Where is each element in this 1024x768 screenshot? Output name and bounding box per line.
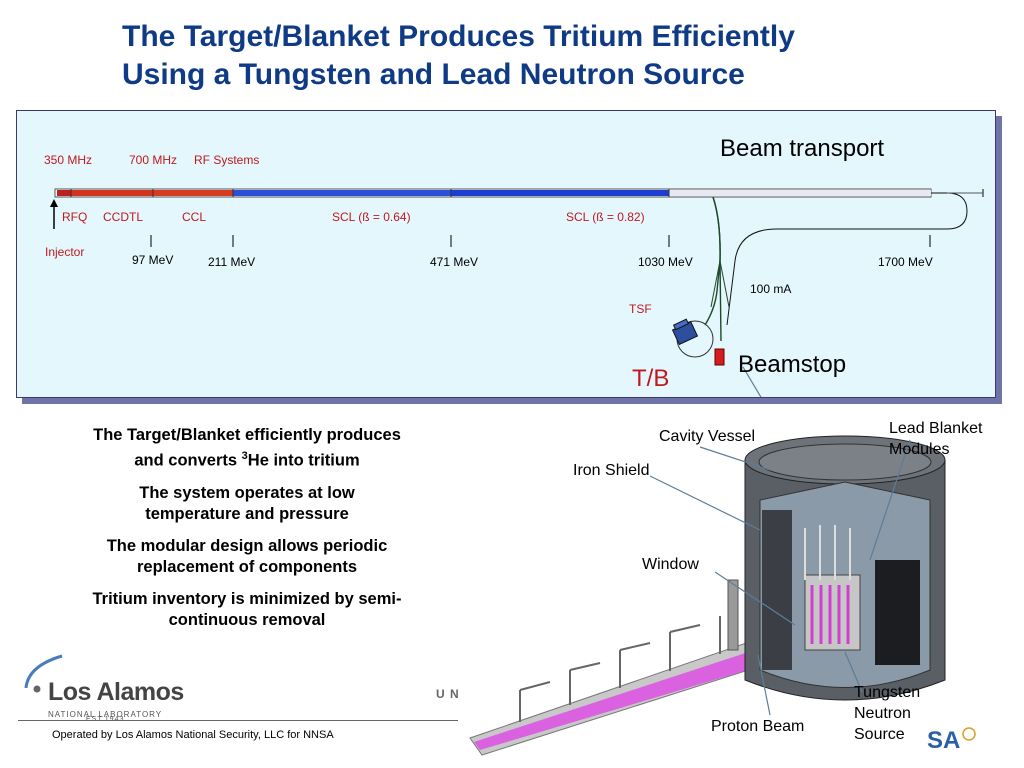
title-line-2: Using a Tungsten and Lead Neutron Source: [122, 58, 745, 91]
tsf-label: TSF: [629, 302, 652, 316]
injector-label: Injector: [45, 245, 85, 259]
linac-ccl-section: [153, 190, 233, 196]
svg-text:SA: SA: [927, 727, 960, 754]
beamstop-block: [714, 348, 725, 366]
leader-proton-beam: [757, 654, 771, 716]
slide-title: The Target/Blanket Produces Tritium Effi…: [122, 18, 1002, 94]
footer-divider: [18, 720, 458, 721]
callout-iron-shield: Iron Shield: [573, 462, 650, 479]
footer-operated-by: Operated by Los Alamos National Security…: [52, 729, 334, 741]
energy-1030-label: 1030 MeV: [638, 255, 693, 269]
bullet-3: The modular design allows periodic repla…: [106, 536, 388, 576]
callout-proton-beam: Proton Beam: [711, 718, 805, 735]
title-line-1: The Target/Blanket Produces Tritium Effi…: [122, 20, 795, 53]
freq-350-label: 350 MHz: [44, 153, 93, 167]
linac-scl-082-section: [451, 190, 669, 196]
linac-rfq-section: [57, 190, 71, 196]
iron-shield-wall: [762, 510, 792, 670]
energy-211-label: 211 MeV: [208, 255, 256, 269]
callout-window: Window: [642, 556, 699, 573]
leader-window: [714, 571, 796, 626]
beam-return-loop: [726, 192, 968, 326]
callout-cavity-vessel: Cavity Vessel: [659, 428, 756, 445]
nnsa-logo: SA: [925, 724, 977, 754]
ccl-label: CCL: [182, 210, 207, 224]
los-alamos-logo: Los Alamos NATIONAL LABORATORY EST.1943: [20, 652, 190, 723]
leader-cavity-vessel: [699, 446, 771, 471]
target-blanket-cutaway: [469, 435, 946, 756]
los-alamos-orbit-icon: [24, 654, 63, 693]
beam-line-to-beamstop: [712, 196, 722, 342]
tungsten-source: [804, 574, 861, 651]
lead-blanket-modules: [875, 560, 920, 665]
bullet-list: The Target/Blanket efficiently produces …: [52, 425, 442, 642]
beamstop-label: Beamstop: [738, 351, 847, 378]
linac-scl-064-section: [233, 190, 451, 196]
linac-transport-section: [669, 190, 931, 196]
beam-transport-label: Beam transport: [720, 135, 885, 162]
callout-lead-blanket: Lead Blanket Modules: [889, 420, 983, 458]
scl-064-label: SCL (ß = 0.64): [332, 210, 411, 224]
target-blanket-icon: [671, 318, 699, 346]
current-label: 100 mA: [750, 282, 792, 296]
footer-fragment: U N: [436, 687, 460, 701]
logo-subtitle: NATIONAL LABORATORY: [48, 710, 163, 718]
energy-97-label: 97 MeV: [132, 253, 174, 267]
logo-established: EST.1943: [86, 716, 124, 723]
leader-iron-shield: [649, 475, 761, 531]
bullet-1: The Target/Blanket efficiently produces …: [93, 426, 401, 470]
leader-lead-blanket: [869, 439, 911, 561]
target-blanket-label: T/B: [632, 365, 670, 392]
leader-tungsten: [844, 651, 863, 693]
rf-systems-label: RF Systems: [194, 153, 260, 167]
scl-082-label: SCL (ß = 0.82): [566, 210, 645, 224]
rfq-label: RFQ: [62, 210, 88, 224]
bullet-2: The system operates at low temperature a…: [139, 483, 355, 523]
callout-tungsten-source: Tungsten Neutron Source: [854, 684, 921, 743]
bullet-4: Tritium inventory is minimized by semi-c…: [92, 589, 402, 629]
freq-700-label: 700 MHz: [129, 153, 178, 167]
ccdtl-label: CCDTL: [103, 210, 144, 224]
energy-1700-label: 1700 MeV: [878, 255, 933, 269]
linac-ccdtl-section: [71, 190, 153, 196]
accelerator-panel: 350 MHz 700 MHz RF Systems Beam transpor…: [16, 110, 996, 398]
logo-name: Los Alamos: [48, 678, 184, 706]
energy-471-label: 471 MeV: [430, 255, 479, 269]
accelerator-schematic: [50, 188, 984, 397]
